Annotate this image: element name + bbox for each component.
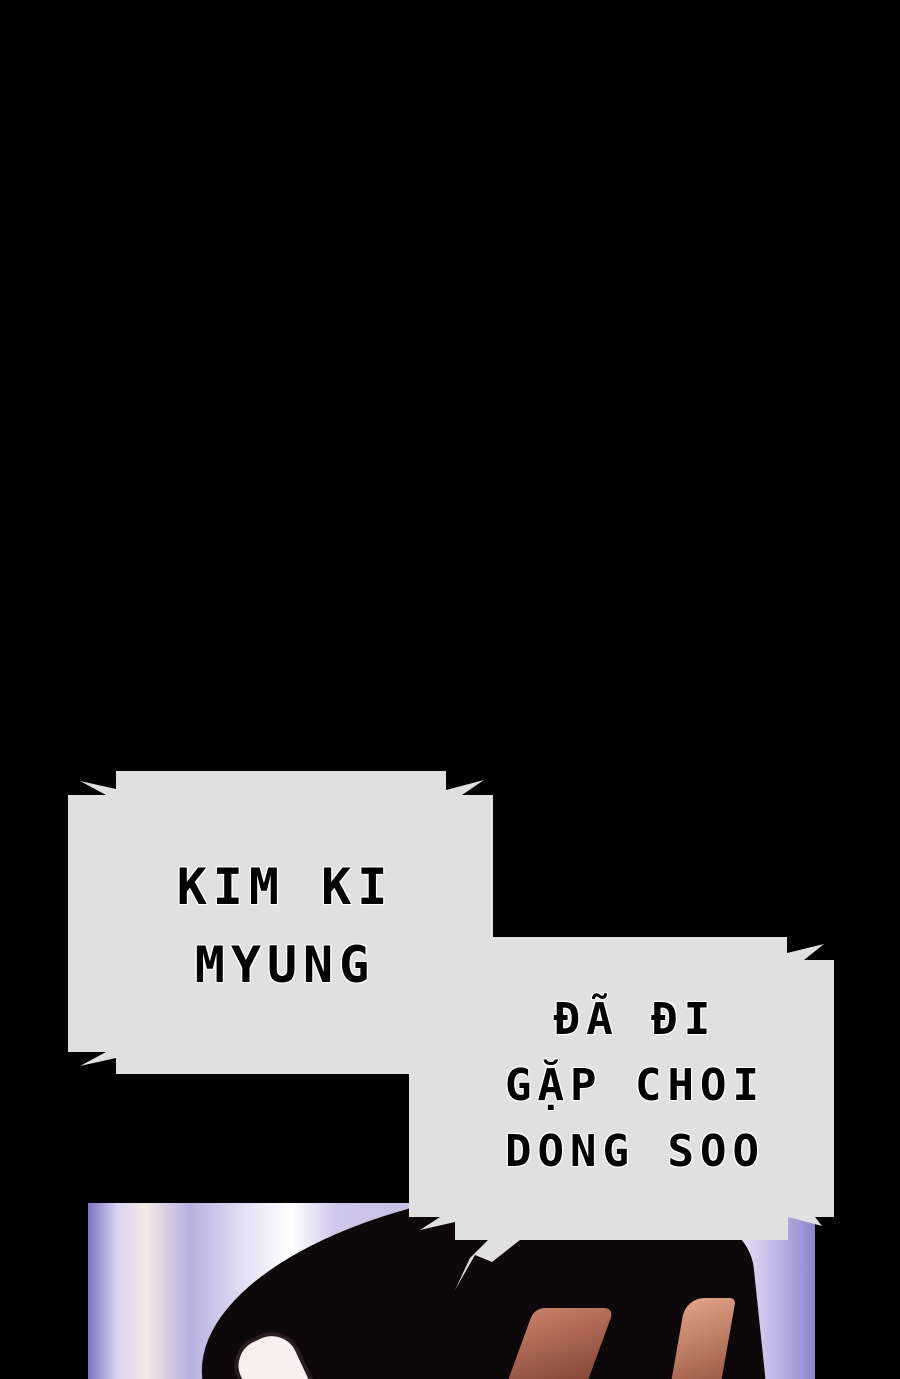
bubble-1-line-2: MYUNG xyxy=(194,936,376,994)
bubble-1-line-1: KIM KI xyxy=(176,858,394,916)
bubble-2-line-2: GẶP CHOI xyxy=(505,1060,765,1111)
speech-bubble-2-shape xyxy=(409,937,834,1290)
bubble-2-line-1: ĐÃ ĐI xyxy=(553,994,717,1045)
speech-bubble-2-text: ĐÃ ĐI GẶP CHOI DONG SOO xyxy=(490,987,780,1185)
speech-bubble-1-text: KIM KI MYUNG xyxy=(150,848,420,1004)
speech-bubble-1-shape xyxy=(68,771,493,1074)
bubble-2-line-3: DONG SOO xyxy=(505,1126,765,1177)
